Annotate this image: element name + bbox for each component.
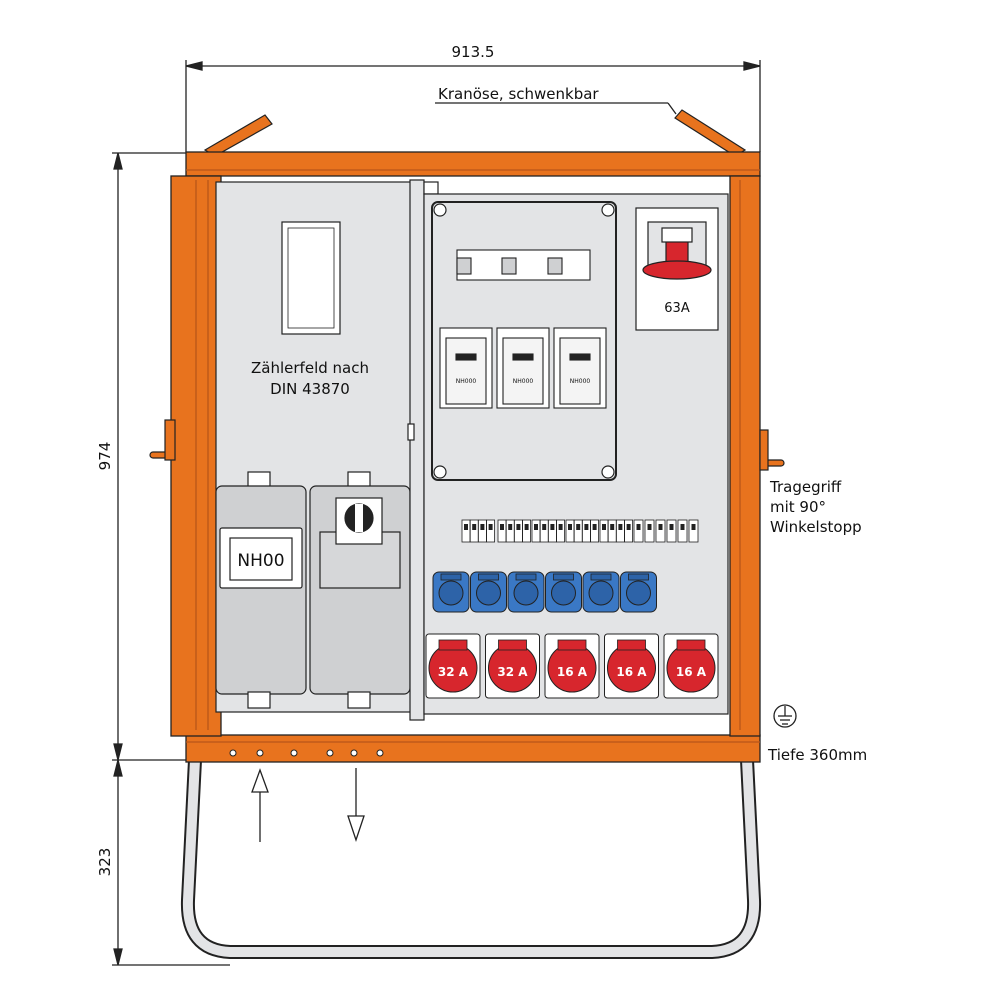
main-switch-label: 63A bbox=[664, 301, 690, 316]
schuko-socket-icon bbox=[432, 571, 470, 613]
circuit-breaker bbox=[461, 519, 471, 543]
circuit-breaker bbox=[469, 519, 479, 543]
nh-fuse-switch-3 bbox=[553, 327, 607, 409]
circuit-breaker bbox=[539, 519, 549, 543]
meter-field-label-line1: Zählerfeld nach bbox=[251, 359, 369, 377]
schuko-socket-icon bbox=[507, 571, 545, 613]
cee-socket-row: 32 A 32 A 16 A 16 A 16 A bbox=[425, 633, 719, 699]
circuit-breaker bbox=[573, 519, 583, 543]
fuse-label-3: NH000 bbox=[570, 378, 591, 385]
circuit-breaker bbox=[505, 519, 515, 543]
circuit-breaker bbox=[688, 519, 699, 543]
circuit-breaker bbox=[486, 519, 496, 543]
arrow-down-icon bbox=[347, 815, 365, 843]
cable-arrows bbox=[251, 768, 365, 843]
stand-dimension-label: 323 bbox=[96, 848, 114, 877]
handle-label-line1: Tragegriff bbox=[769, 478, 842, 496]
handle-label-line2: mit 90° bbox=[770, 498, 826, 516]
main-switch-knob-icon bbox=[642, 260, 712, 280]
cee-socket-icon: 16 A bbox=[604, 633, 659, 699]
circuit-breaker bbox=[624, 519, 633, 543]
circuit-breaker bbox=[590, 519, 599, 543]
schuko-socket-icon bbox=[582, 571, 620, 613]
cee-socket-label: 32 A bbox=[497, 665, 528, 679]
circuit-breaker bbox=[677, 519, 688, 543]
circuit-breaker bbox=[565, 519, 575, 543]
cabinet-body bbox=[170, 151, 761, 763]
rotary-switch-module bbox=[309, 471, 411, 709]
circuit-breaker bbox=[599, 519, 609, 543]
schuko-socket-row bbox=[432, 571, 657, 613]
circuit-breaker bbox=[497, 519, 507, 543]
cable-entries bbox=[229, 749, 384, 757]
circuit-breaker bbox=[582, 519, 591, 543]
meter-field-label-line2: DIN 43870 bbox=[270, 380, 350, 398]
cee-socket-icon: 32 A bbox=[485, 633, 540, 699]
circuit-breaker bbox=[556, 519, 565, 543]
schuko-socket-icon bbox=[620, 571, 657, 613]
cee-socket-icon: 16 A bbox=[663, 633, 719, 699]
width-dimension-label: 913.5 bbox=[452, 43, 495, 61]
crane-eyes bbox=[203, 109, 747, 157]
circuit-breaker bbox=[633, 519, 644, 543]
circuit-breaker bbox=[522, 519, 531, 543]
nh-fuse-base-row bbox=[456, 249, 591, 281]
handle-label-line3: Winkelstopp bbox=[770, 518, 862, 536]
circuit-breaker bbox=[666, 519, 677, 543]
stand-frame bbox=[180, 739, 762, 959]
schuko-socket-icon bbox=[545, 571, 582, 613]
circuit-breaker bbox=[616, 519, 625, 543]
circuit-breaker bbox=[531, 519, 541, 543]
circuit-breaker bbox=[655, 519, 666, 543]
field-divider bbox=[407, 179, 439, 721]
dimension-lines bbox=[112, 60, 761, 966]
fuse-label-1: NH000 bbox=[456, 378, 477, 385]
height-dimension-label: 974 bbox=[96, 442, 114, 471]
cee-socket-icon: 32 A bbox=[425, 633, 481, 699]
circuit-breaker bbox=[477, 519, 487, 543]
arrow-up-icon bbox=[251, 768, 269, 793]
circuit-breaker bbox=[644, 519, 655, 543]
nh00-label: NH00 bbox=[237, 551, 284, 571]
depth-label: Tiefe 360mm bbox=[767, 746, 867, 764]
circuit-breaker bbox=[548, 519, 557, 543]
main-switch bbox=[635, 207, 719, 331]
circuit-breaker bbox=[514, 519, 523, 543]
cee-socket-label: 32 A bbox=[438, 665, 469, 679]
cee-socket-label: 16 A bbox=[676, 665, 707, 679]
cee-socket-label: 16 A bbox=[557, 665, 588, 679]
nh00-module bbox=[215, 471, 307, 709]
circuit-breaker-row bbox=[461, 519, 699, 543]
cee-socket-label: 16 A bbox=[616, 665, 647, 679]
nh-fuse-switch-2 bbox=[496, 327, 550, 409]
nh-fuse-switch-1 bbox=[439, 327, 493, 409]
circuit-breaker bbox=[607, 519, 617, 543]
schuko-socket-icon bbox=[470, 571, 507, 613]
crane-eye-label: Kranöse, schwenkbar bbox=[438, 85, 599, 103]
cee-socket-icon: 16 A bbox=[544, 633, 600, 699]
carry-handles bbox=[149, 419, 785, 471]
fuse-label-2: NH000 bbox=[513, 378, 534, 385]
ground-symbol-icon bbox=[773, 704, 797, 728]
